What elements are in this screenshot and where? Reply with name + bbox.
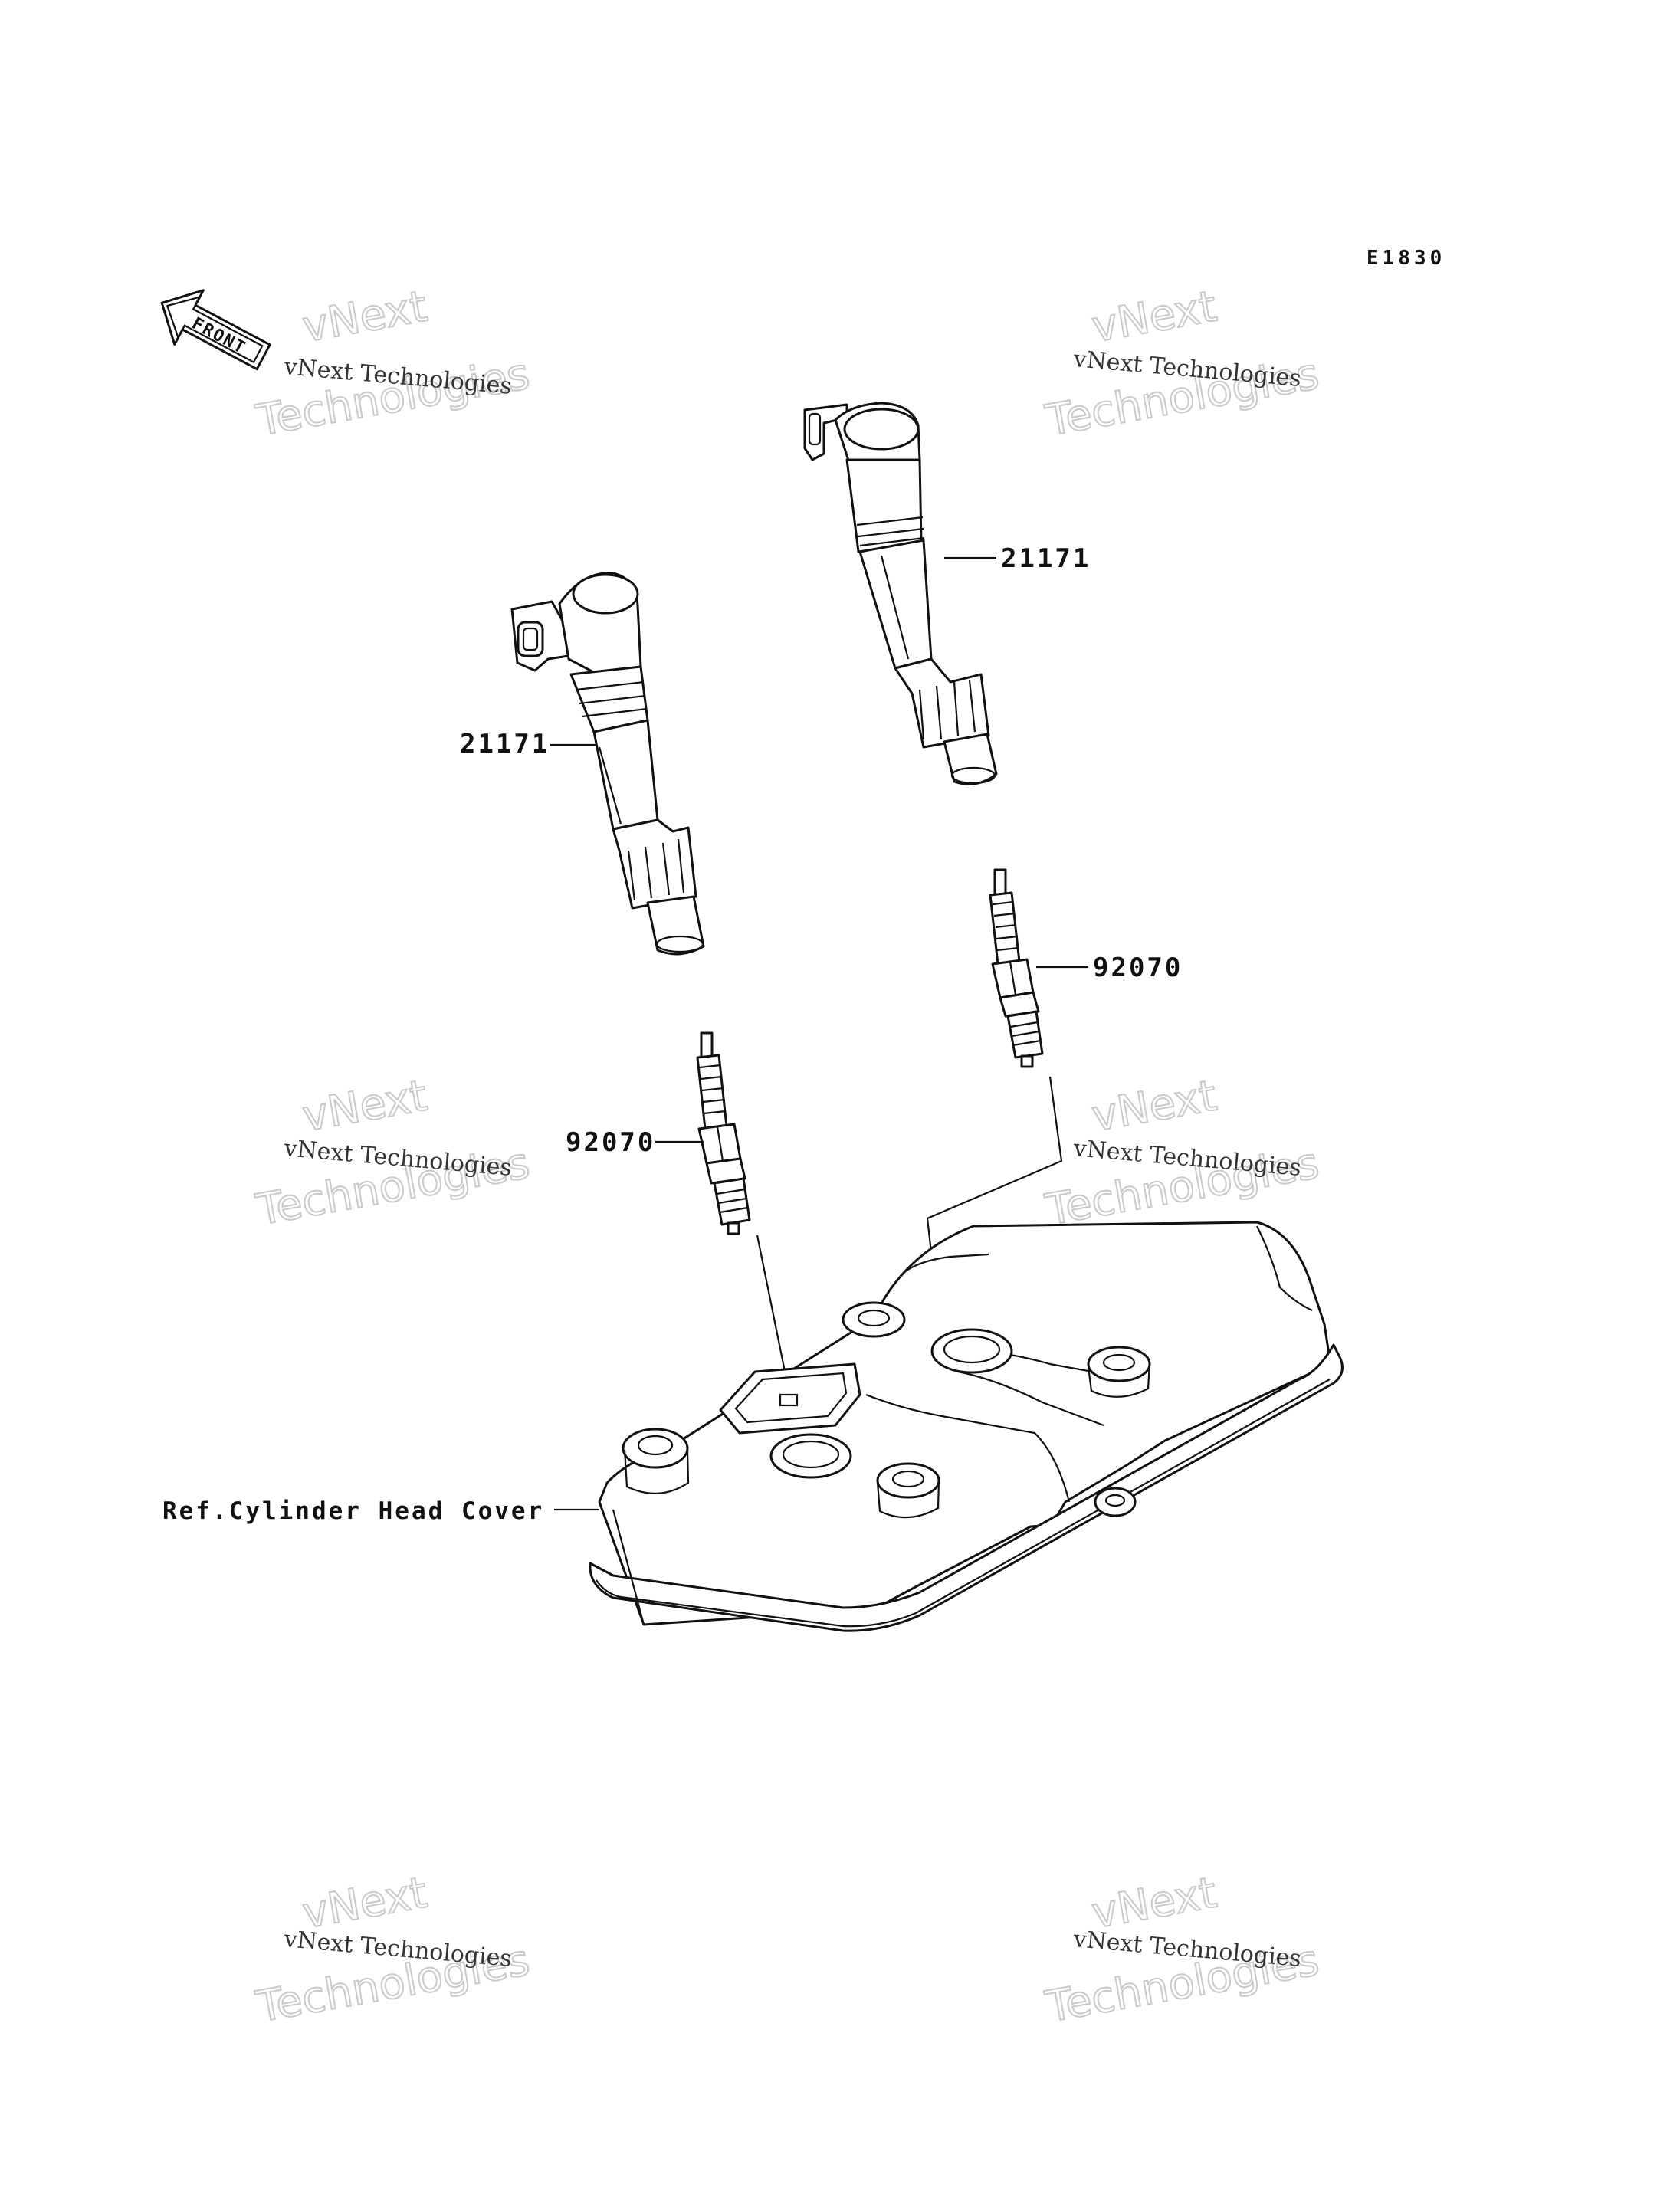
watermark-1: vNext Technologies xyxy=(251,280,534,447)
watermark-big-7: vNext xyxy=(1088,1071,1220,1141)
ignition-coil-rear[interactable] xyxy=(510,572,705,956)
front-arrow-icon: FRONT xyxy=(160,289,271,371)
watermark-big-3: vNext xyxy=(1088,281,1220,352)
watermark-big-1: vNext xyxy=(299,281,431,352)
ignition-coil-front[interactable] xyxy=(803,402,998,785)
reference-label: Ref.Cylinder Head Cover xyxy=(162,1497,544,1525)
part-number-plug-front: 92070 xyxy=(1093,953,1183,983)
spark-plug-rear[interactable] xyxy=(696,1031,751,1235)
diagram-code: E1830 xyxy=(1367,247,1445,270)
part-number-coil-rear: 21171 xyxy=(460,729,550,759)
watermark-big-5: vNext xyxy=(299,1071,431,1141)
cylinder-head-cover[interactable] xyxy=(589,1221,1344,1632)
part-number-plug-rear: 92070 xyxy=(566,1127,655,1158)
spark-plug-front[interactable] xyxy=(989,868,1044,1068)
part-number-coil-front: 21171 xyxy=(1001,543,1091,574)
